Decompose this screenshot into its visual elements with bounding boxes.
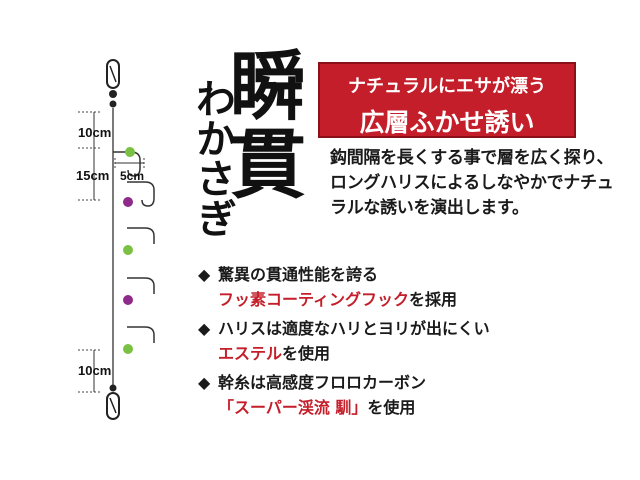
brand-kana: わかさぎ (189, 78, 236, 238)
bottom-gap-label: 10cm (78, 363, 111, 378)
feature-highlight: エステル (218, 344, 283, 363)
feature-highlight: 「スーパー渓流 馴」 (218, 398, 368, 417)
product-description: 鈎間隔を長くする事で層を広く探り、ロングハリスによるしなやかでナチュラルな誘いを… (330, 148, 614, 218)
dimension-arrows (93, 112, 144, 392)
feature-highlight: フッ素コーティングフック (218, 290, 410, 309)
hook-branch (123, 326, 155, 354)
hook-branch (123, 227, 155, 255)
diamond-bullet-icon: ◆ (198, 319, 211, 338)
hook-spacing-label: 15cm (76, 168, 109, 183)
banner-line-1: ナチュラルにエサが漂う (348, 76, 546, 97)
feature-text-rest: を使用 (282, 344, 331, 363)
feature-text: 幹糸は高感度フロロカーボン (218, 373, 427, 392)
diamond-bullet-icon: ◆ (198, 265, 211, 284)
feature-item: ◆ 驚異の貫通性能を誇る フッ素コーティングフックを採用 (198, 262, 618, 312)
banner-line-2: 広層ふかせ誘い (359, 108, 535, 137)
feature-text: ハリスは適度なハリとヨリが出にくい (218, 319, 490, 338)
feature-text-rest: を採用 (409, 290, 458, 309)
top-snap-icon (106, 59, 120, 108)
branch-length-label: 5cm (120, 169, 144, 183)
hook-branch (123, 277, 155, 305)
feature-text: 驚異の貫通性能を誇る (218, 265, 379, 284)
feature-item: ◆ ハリスは適度なハリとヨリが出にくい エステルを使用 (198, 316, 618, 366)
hook-branch (113, 147, 141, 177)
bottom-snap-icon (106, 384, 120, 420)
diamond-bullet-icon: ◆ (198, 373, 211, 392)
top-gap-label: 10cm (78, 125, 111, 140)
feature-text-rest: を使用 (367, 398, 416, 417)
feature-item: ◆ 幹糸は高感度フロロカーボン 「スーパー渓流 馴」を使用 (198, 370, 618, 420)
tagline-banner: ナチュラルにエサが漂う 広層ふかせ誘い (318, 62, 576, 138)
hook-branch (123, 181, 155, 207)
brand-logo-kanji: 瞬貫 (230, 42, 306, 209)
